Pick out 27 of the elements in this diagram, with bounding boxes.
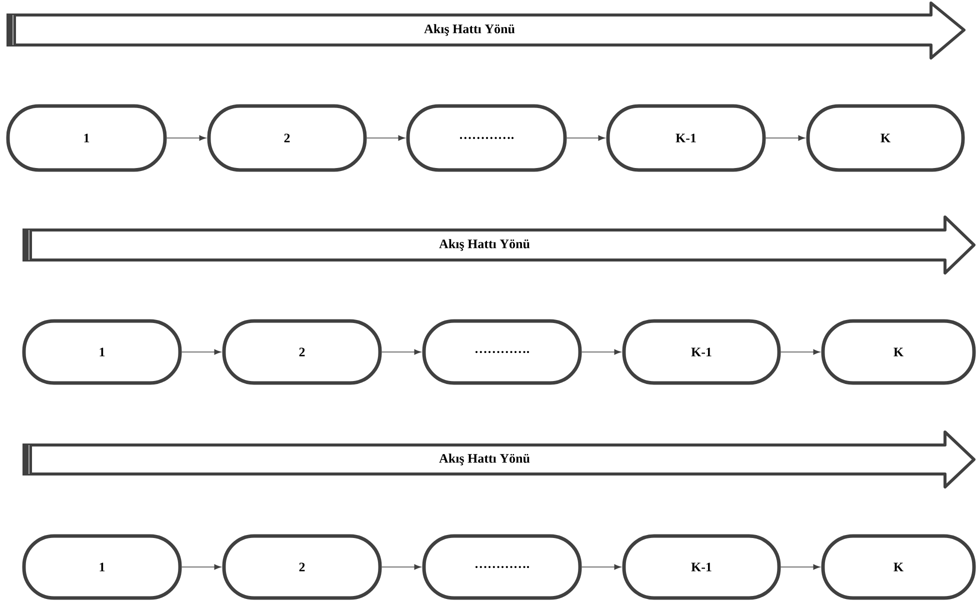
- arrow: [765, 135, 805, 141]
- arrow: [381, 564, 421, 570]
- process-box: K-1: [622, 319, 781, 385]
- arrow: [566, 135, 605, 141]
- process-box: ………….: [422, 319, 582, 385]
- process-box: 1: [22, 319, 182, 385]
- process-box: K: [821, 534, 976, 600]
- arrow: [181, 349, 221, 355]
- process-box: 2: [222, 319, 382, 385]
- arrow: [381, 349, 421, 355]
- process-box: 1: [22, 534, 182, 600]
- process-box: K: [821, 319, 976, 385]
- arrow: [780, 564, 820, 570]
- arrow: [181, 564, 221, 570]
- process-box: ………….: [422, 534, 582, 600]
- arrow: [366, 135, 405, 141]
- arrow: [780, 349, 820, 355]
- arrow: [581, 564, 621, 570]
- process-box: K-1: [622, 534, 781, 600]
- process-box: K: [806, 104, 965, 172]
- process-box: 2: [222, 534, 382, 600]
- arrow: [581, 349, 621, 355]
- process-box: 2: [207, 104, 367, 172]
- arrow: [166, 135, 206, 141]
- process-box: ………….: [406, 104, 567, 172]
- process-box: 1: [6, 104, 167, 172]
- process-box: K-1: [606, 104, 766, 172]
